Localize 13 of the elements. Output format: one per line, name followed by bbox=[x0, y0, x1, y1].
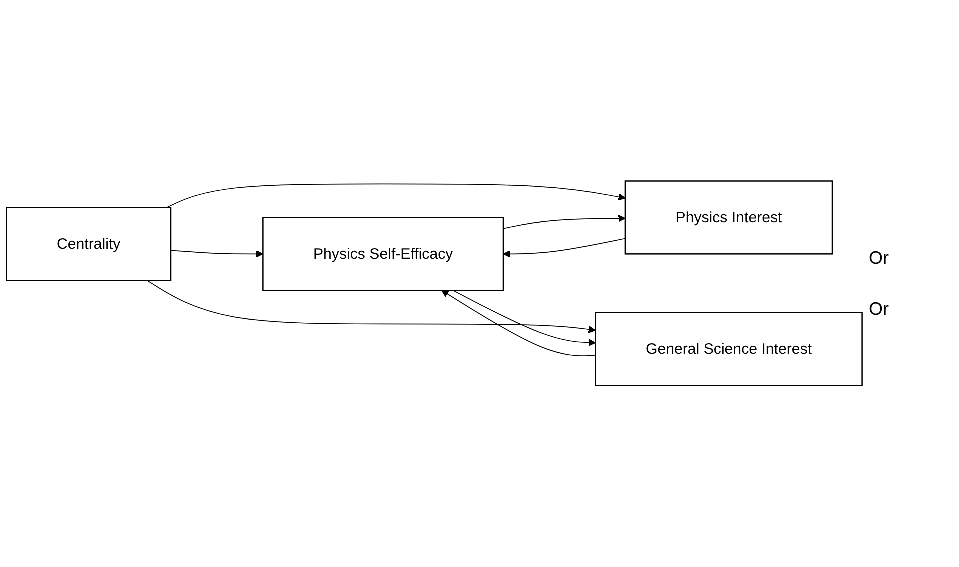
arrow bbox=[170, 250, 264, 258]
node-box: Physics Self-Efficacy bbox=[262, 217, 504, 292]
node-box: General Science Interest bbox=[595, 312, 863, 386]
node-box: Physics Interest bbox=[624, 180, 834, 255]
arrow bbox=[503, 238, 626, 258]
arrow bbox=[147, 280, 596, 334]
arrow bbox=[442, 290, 596, 356]
arrow bbox=[166, 184, 626, 208]
arrow bbox=[452, 290, 596, 346]
node-box: Centrality bbox=[6, 207, 172, 282]
note-text: Or bbox=[869, 248, 890, 268]
arrow bbox=[503, 214, 626, 230]
note-text: Or bbox=[869, 298, 890, 320]
